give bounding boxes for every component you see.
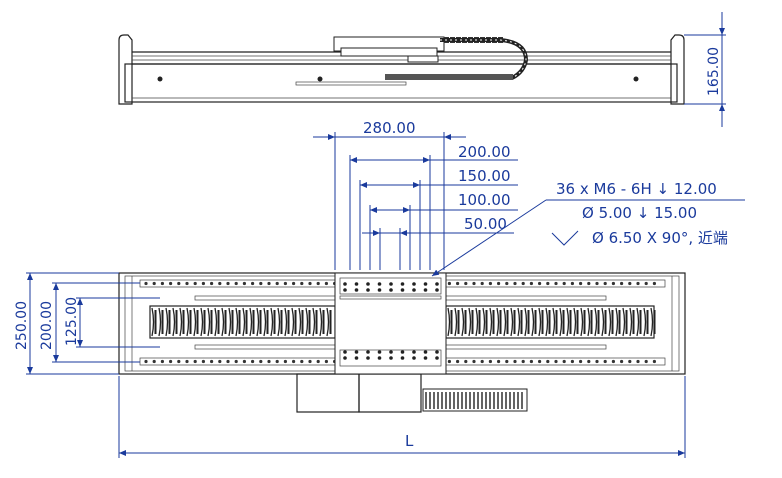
- countersink-icon: [551, 230, 579, 246]
- hole-note-line2: Ø 5.00 ↓ 15.00: [582, 204, 697, 222]
- top-view: [118, 272, 686, 413]
- stroke-label-100: 100.00: [458, 191, 511, 209]
- hole-note-line3: Ø 6.50 X 90°, 近端: [592, 229, 728, 247]
- width-label-125: 125.00: [64, 297, 80, 346]
- width-label-200: 200.00: [39, 301, 55, 350]
- stroke-label-150: 150.00: [458, 167, 511, 185]
- width-dimensions: 250.00 200.00 125.00: [14, 272, 160, 375]
- hole-note: 36 x M6 - 6H ↓ 12.00 Ø 5.00 ↓ 15.00 Ø 6.…: [431, 180, 745, 277]
- hole-note-line1: 36 x M6 - 6H ↓ 12.00: [556, 180, 717, 198]
- side-view: [118, 34, 685, 105]
- width-label-250: 250.00: [14, 301, 30, 350]
- height-dimension: 165.00: [684, 12, 726, 127]
- stroke-label-50: 50.00: [464, 215, 507, 233]
- stroke-label-280: 280.00: [363, 119, 416, 137]
- length-label: L: [405, 432, 414, 450]
- stroke-label-200: 200.00: [458, 143, 511, 161]
- height-label: 165.00: [706, 47, 722, 96]
- stroke-dimensions: 280.00 200.00 150.00 100.00 50.00: [313, 119, 518, 270]
- length-dimension: L: [118, 376, 686, 458]
